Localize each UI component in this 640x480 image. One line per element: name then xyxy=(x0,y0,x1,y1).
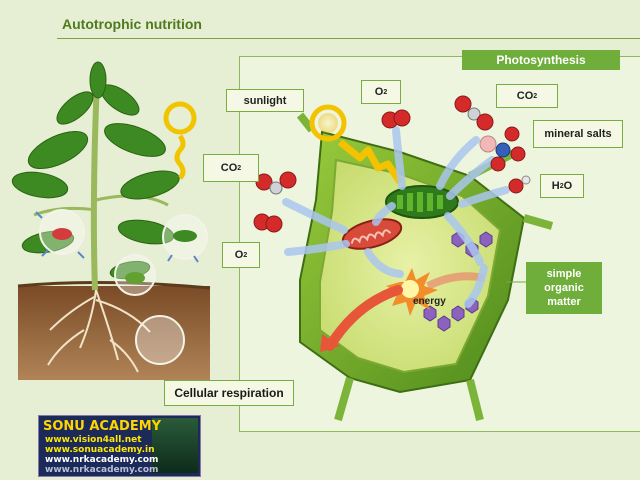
co2-molecule-top xyxy=(454,95,494,131)
presenter-photo xyxy=(152,418,198,473)
simple-organic-matter-label: simple organic matter xyxy=(526,262,602,314)
plant-cell-illustration xyxy=(296,112,554,422)
h2o-molecule xyxy=(508,175,531,194)
banner-url-1: www.vision4all.net xyxy=(45,435,142,445)
mineral-salts-molecules xyxy=(479,126,526,172)
o2-molecule-left xyxy=(253,213,283,233)
plant-illustration xyxy=(11,61,211,380)
slide-title: Autotrophic nutrition xyxy=(62,16,202,32)
banner-url-2: www.sonuacademy.in xyxy=(45,445,155,455)
energy-burst xyxy=(386,268,438,316)
mineral-salts-label: mineral salts xyxy=(533,120,623,148)
sunlight-label: sunlight xyxy=(226,89,304,112)
banner-url-4: www.nrkacademy.com xyxy=(45,465,159,475)
banner-title: SONU ACADEMY xyxy=(43,419,162,434)
banner-url-3: www.nrkacademy.com xyxy=(45,455,159,465)
o2-molecule-top xyxy=(381,109,411,129)
cellular-respiration-label: Cellular respiration xyxy=(164,380,294,406)
chloroplast xyxy=(385,185,459,219)
photosynthesis-label: Photosynthesis xyxy=(462,50,620,70)
sun-icon xyxy=(309,104,347,142)
co2-molecule-left xyxy=(255,171,297,195)
academy-banner: SONU ACADEMY www.vision4all.net www.sonu… xyxy=(38,415,201,477)
energy-label: energy xyxy=(413,296,446,307)
title-divider xyxy=(57,38,640,39)
